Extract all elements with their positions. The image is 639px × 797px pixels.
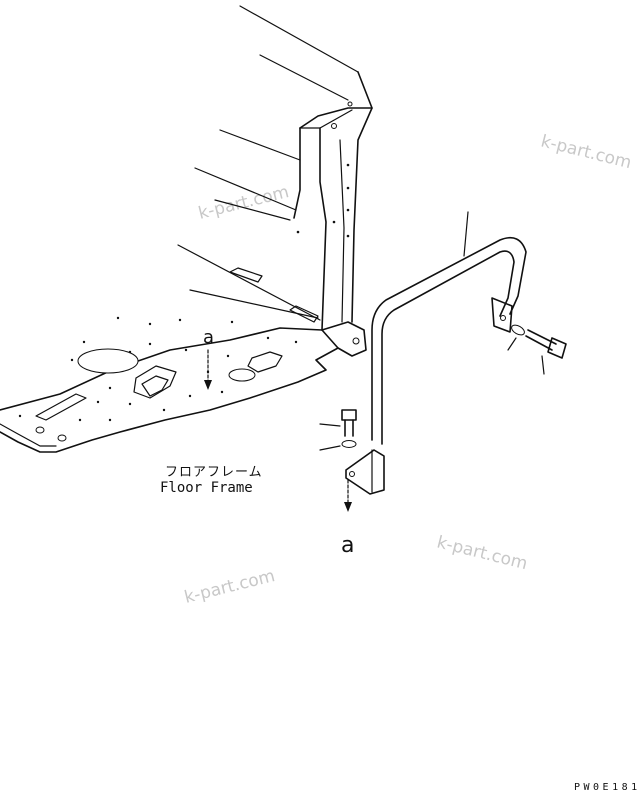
bolt-lower [319, 409, 357, 451]
marker-a-lower: a [341, 479, 354, 558]
cab-edge [194, 167, 297, 211]
watermarks: k-part.com k-part.com k-part.com k-part.… [182, 131, 633, 607]
pillar-rivet [346, 234, 350, 238]
washer-lower [341, 440, 357, 448]
cab-structure [177, 5, 373, 357]
floor-slot [35, 393, 87, 421]
bolt-right [507, 324, 567, 375]
pillar-hole [331, 123, 337, 129]
pillar-inner-edge [339, 139, 345, 323]
marker-a-label: a [203, 327, 214, 348]
bolt-shank-lower [344, 419, 354, 437]
floor-opening-round [77, 348, 139, 374]
floor-frame-label-jp: フロアフレーム [165, 465, 263, 480]
pillar-cap-inner [299, 109, 353, 129]
pillar-hole [347, 101, 353, 107]
cab-edge [239, 5, 359, 73]
handrail-outer [371, 236, 527, 441]
pillar-outline [351, 71, 373, 323]
floor-frame-caption: フロアフレーム Floor Frame [160, 465, 263, 496]
bolt-head-right [547, 337, 567, 359]
pillar-front [319, 127, 327, 331]
leader-line [541, 355, 545, 375]
watermark-text: k-part.com [435, 532, 530, 574]
washer-right [511, 324, 525, 336]
pillar-rivet [346, 208, 350, 212]
drawing-code: PW0E181 [574, 782, 639, 793]
marker-arrow-head [204, 380, 212, 390]
floor-frame-outline [0, 327, 339, 453]
handrail-inner [381, 250, 515, 445]
floor-opening-small [228, 368, 256, 382]
cab-edge [219, 129, 301, 161]
cab-edge [214, 199, 291, 221]
pillar-front-upper [293, 127, 301, 219]
floor-frame [0, 316, 339, 453]
watermark-text: k-part.com [182, 566, 277, 608]
handrail [345, 211, 527, 495]
floor-frame-label-en: Floor Frame [160, 480, 253, 496]
pillar-rivet [296, 230, 300, 234]
handrail-end-hole [500, 315, 506, 321]
pillar-base [321, 321, 367, 357]
leader-line [507, 337, 517, 351]
leader-line [319, 445, 341, 451]
floor-hole [35, 426, 45, 434]
floor-frame-lip [0, 423, 57, 447]
watermark-text: k-part.com [539, 131, 634, 173]
panel-pad [229, 267, 263, 283]
pillar-rivet [346, 163, 350, 167]
pillar-cap [299, 107, 373, 129]
handrail-foot-hole [349, 471, 355, 477]
bolt-head-lower [341, 409, 357, 421]
cab-edge [177, 244, 321, 321]
marker-a-upper: a [203, 327, 214, 390]
floor-cutout [133, 365, 177, 399]
pillar-rivet [346, 186, 350, 190]
pillar-rivet [332, 220, 336, 224]
floor-cutout [247, 351, 283, 373]
floor-hole [57, 434, 67, 442]
marker-a-label: a [341, 533, 354, 558]
handrail-end-bracket [491, 297, 513, 333]
marker-arrow-head [344, 502, 352, 512]
leader-line [319, 423, 341, 427]
panel-pad [289, 305, 319, 323]
cab-edge [259, 54, 349, 101]
handrail-foot [345, 449, 385, 495]
leader-line [463, 211, 469, 257]
base-hole [352, 337, 360, 345]
floor-rivets [18, 316, 298, 422]
floor-cutout-inner [141, 375, 169, 397]
